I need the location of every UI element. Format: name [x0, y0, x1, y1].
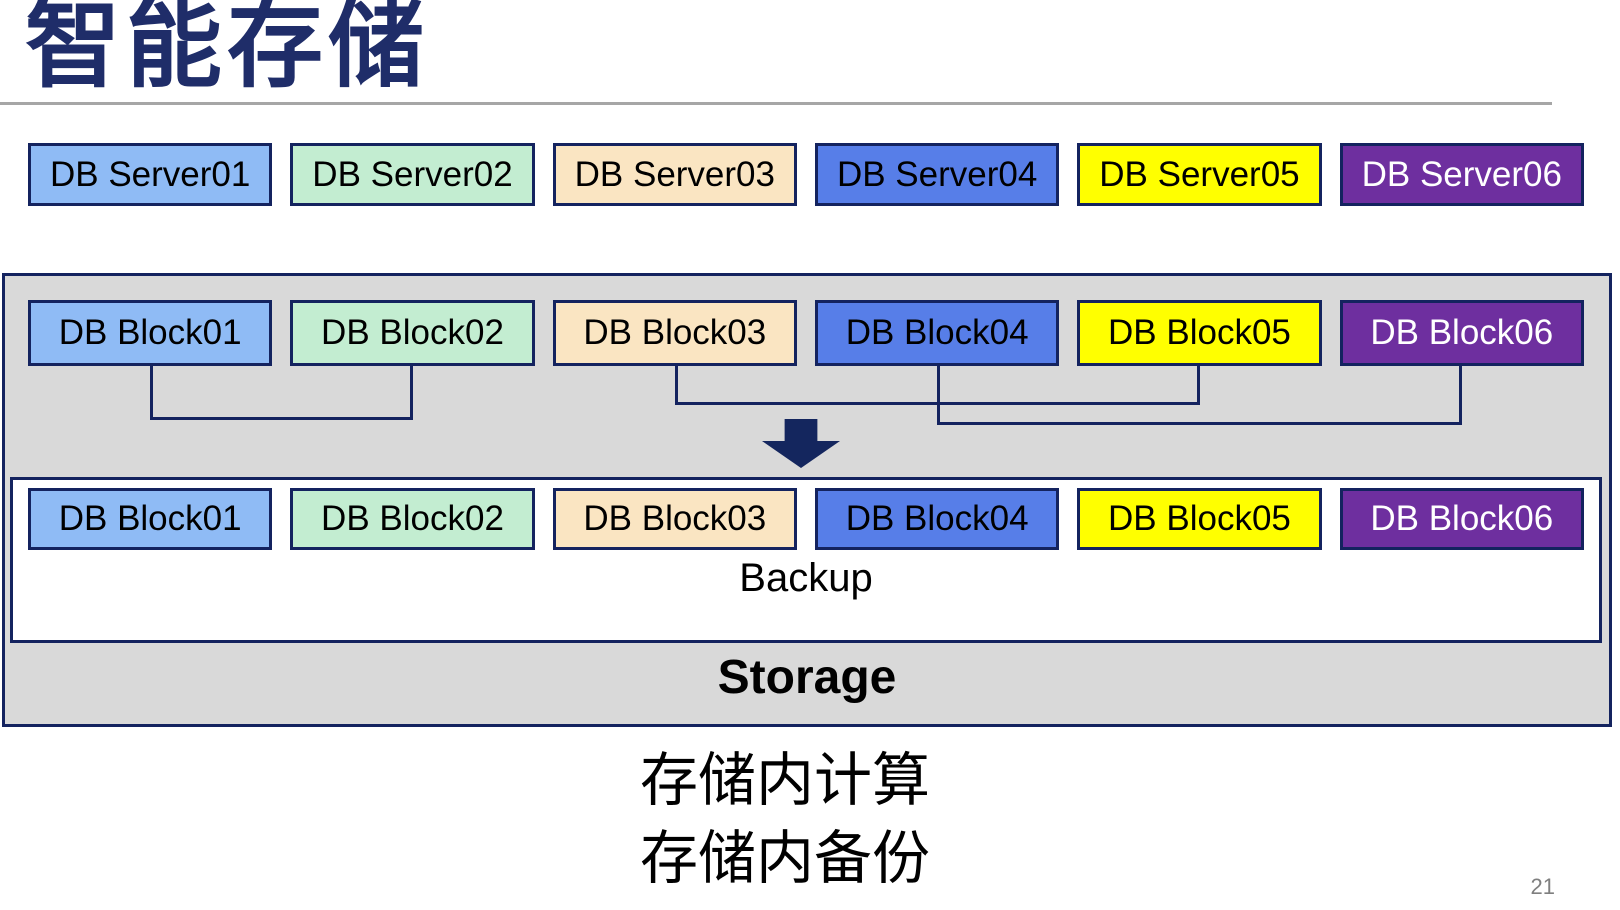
db-block03-bottom-box: DB Block03 — [552, 488, 797, 550]
caption-line-2: 存储内备份 — [639, 826, 930, 891]
db-block01-top-box: DB Block01 — [28, 300, 273, 366]
db-block02-top-box: DB Block02 — [290, 300, 535, 366]
db-block02-bottom-box: DB Block02 — [290, 488, 535, 550]
caption-text: 存储内计算 存储内备份 — [0, 742, 1570, 898]
backup-label: Backup — [739, 556, 873, 600]
page-number: 21 — [1530, 874, 1555, 899]
db-block03-top-box: DB Block03 — [552, 300, 797, 366]
db-block-row-bottom: DB Block01 DB Block02 DB Block03 DB Bloc… — [28, 488, 1584, 550]
caption-line-1: 存储内计算 — [639, 748, 930, 813]
db-server02-box: DB Server02 — [290, 143, 535, 206]
db-block06-bottom-box: DB Block06 — [1339, 488, 1584, 550]
db-block05-top-box: DB Block05 — [1077, 300, 1322, 366]
db-server01-box: DB Server01 — [28, 143, 273, 206]
db-block05-bottom-box: DB Block05 — [1077, 488, 1322, 550]
db-server-row: DB Server01 DB Server02 DB Server03 DB S… — [28, 143, 1584, 206]
slide-title: 智能存储 — [25, 0, 429, 99]
db-server05-box: DB Server05 — [1077, 143, 1322, 206]
connector-block04-block06 — [937, 366, 1462, 425]
db-block-row-top: DB Block01 DB Block02 DB Block03 DB Bloc… — [28, 300, 1584, 366]
db-block04-top-box: DB Block04 — [814, 300, 1060, 366]
backup-box — [10, 477, 1602, 643]
db-block06-top-box: DB Block06 — [1339, 300, 1584, 366]
db-block01-bottom-box: DB Block01 — [28, 488, 273, 550]
db-server04-box: DB Server04 — [814, 143, 1060, 206]
title-divider — [0, 102, 1552, 105]
db-server03-box: DB Server03 — [552, 143, 797, 206]
db-block04-bottom-box: DB Block04 — [814, 488, 1060, 550]
connector-block01-block02 — [150, 366, 413, 420]
storage-label: Storage — [717, 651, 897, 704]
db-server06-box: DB Server06 — [1339, 143, 1584, 206]
